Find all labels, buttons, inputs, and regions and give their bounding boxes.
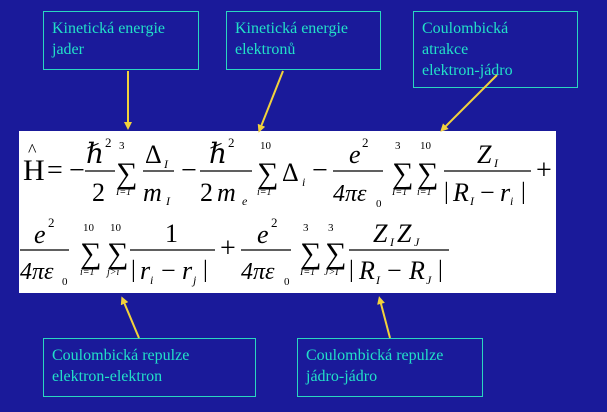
sum-upper-6: 10 (110, 222, 122, 234)
laplacian-subscript-1: I (163, 157, 169, 171)
four-pi-epsilon-3: 4πε (241, 259, 275, 285)
electron-position-subscript-1: i (510, 194, 513, 208)
sum-upper-7: 3 (303, 222, 309, 234)
abs-bar-right-3: | (438, 257, 443, 283)
charge-exponent-1: 2 (362, 135, 369, 150)
mass-electron-subscript: e (242, 194, 248, 208)
epsilon-subscript-1: 0 (376, 198, 382, 210)
minus-sign-3: − (312, 155, 328, 186)
sum-upper-1: 3 (119, 140, 125, 152)
sum-symbol-4: ∑ (417, 157, 438, 190)
sum-lower-7: I=1 (299, 267, 315, 278)
sum-upper-5: 10 (83, 222, 95, 234)
label-coulomb-repulsion-electron-electron: Coulombická repulze elektron-elektron (43, 338, 256, 397)
denominator-two-1: 2 (92, 178, 105, 207)
nucleus-position-subscript-3: J (426, 273, 432, 287)
sum-lower-3: I=1 (391, 187, 407, 198)
sum-lower-6: j>i (105, 267, 120, 278)
sum-symbol-5: ∑ (80, 237, 101, 270)
hbar-exponent-2: 2 (228, 135, 235, 150)
charge-e-3: e (257, 220, 269, 249)
plus-sign-1: + (536, 155, 552, 186)
minus-sign-1: − (69, 155, 85, 186)
hamiltonian-symbol: H (23, 154, 45, 187)
arrow-coulomb-attraction (440, 74, 498, 132)
sum-symbol-8: ∑ (325, 237, 346, 270)
charge-exponent-2: 2 (48, 215, 55, 230)
electron-position-subscript-2: i (150, 273, 153, 287)
electron-position-2: r (140, 256, 151, 285)
sum-upper-8: 3 (328, 222, 334, 234)
nucleus-position-subscript-1: I (469, 194, 475, 208)
arrow-repulsion-ee (120, 296, 140, 339)
four-pi-epsilon-1: 4πε (333, 181, 367, 207)
hbar-exponent-1: 2 (105, 135, 112, 150)
sum-upper-2: 10 (260, 140, 272, 152)
atomic-number-subscript-1: I (493, 156, 499, 170)
electron-position-1: r (500, 178, 511, 207)
electron-position-3: r (182, 256, 193, 285)
charge-e-2: e (34, 220, 46, 249)
hamiltonian-equation: H ^ = − ℏ 2 2 3 ∑ I=1 Δ I m I − ℏ 2 2 (19, 131, 556, 293)
laplacian-subscript-2: i (302, 175, 305, 189)
label-kinetic-energy-nuclei: Kinetická energie jader (43, 11, 199, 70)
atomic-number-1: Z (477, 140, 492, 169)
charge-exponent-3: 2 (271, 215, 278, 230)
epsilon-subscript-2: 0 (62, 276, 68, 288)
sum-symbol-6: ∑ (107, 237, 128, 270)
laplacian-symbol-2: Δ (282, 158, 299, 187)
nucleus-position-1: R (452, 178, 469, 207)
nucleus-position-3: R (408, 256, 425, 285)
arrow-kinetic-electrons (257, 70, 284, 133)
arrow-repulsion-nn (377, 296, 391, 339)
numerator-one: 1 (165, 219, 178, 248)
label-coulomb-attraction: Coulombická atrakce elektron-jádro (413, 11, 578, 88)
minus-sign-2: − (181, 155, 197, 186)
sum-symbol-1: ∑ (116, 157, 137, 190)
sum-upper-3: 3 (395, 140, 401, 152)
abs-bar-left-3: | (349, 257, 354, 283)
sum-lower-4: i=1 (417, 187, 432, 198)
sum-lower-2: i=1 (257, 187, 272, 198)
abs-bar-right-1: | (521, 179, 526, 205)
sum-lower-8: J>I (324, 267, 339, 278)
epsilon-subscript-3: 0 (284, 276, 290, 288)
denominator-two-2: 2 (200, 178, 213, 207)
sum-lower-1: I=1 (115, 187, 131, 198)
hbar-symbol-2: ℏ (209, 139, 227, 170)
label-kinetic-energy-electrons: Kinetická energie elektronů (226, 11, 381, 70)
equals-sign: = (47, 155, 63, 186)
sum-lower-5: i=1 (80, 267, 95, 278)
nucleus-position-subscript-2: I (375, 273, 381, 287)
mass-nucleus-subscript: I (165, 194, 171, 208)
atomic-number-2: Z (373, 219, 388, 248)
abs-bar-left-2: | (131, 257, 136, 283)
laplacian-symbol-1: Δ (145, 140, 162, 169)
label-coulomb-repulsion-nucleus-nucleus: Coulombická repulze jádro-jádro (297, 338, 483, 397)
hat-accent: ^ (28, 140, 37, 160)
abs-bar-left-1: | (444, 179, 449, 205)
plus-sign-2: + (220, 233, 236, 264)
minus-sign-4: − (480, 178, 495, 207)
mass-electron: m (217, 178, 236, 207)
equation-svg: H ^ = − ℏ 2 2 3 ∑ I=1 Δ I m I − ℏ 2 2 (20, 135, 552, 288)
minus-sign-5: − (161, 256, 176, 285)
four-pi-epsilon-2: 4πε (20, 259, 54, 285)
atomic-number-subscript-2: I (389, 235, 395, 249)
charge-e-1: e (349, 140, 361, 169)
sum-symbol-3: ∑ (392, 157, 413, 190)
atomic-number-3: Z (397, 219, 412, 248)
nucleus-position-2: R (358, 256, 375, 285)
minus-sign-6: − (387, 256, 402, 285)
sum-symbol-7: ∑ (300, 237, 321, 270)
sum-upper-4: 10 (420, 140, 432, 152)
mass-nucleus: m (143, 178, 162, 207)
abs-bar-right-2: | (203, 257, 208, 283)
hbar-symbol-1: ℏ (86, 139, 104, 170)
electron-position-subscript-3: j (191, 273, 197, 287)
sum-symbol-2: ∑ (257, 157, 278, 190)
atomic-number-subscript-3: J (414, 235, 420, 249)
